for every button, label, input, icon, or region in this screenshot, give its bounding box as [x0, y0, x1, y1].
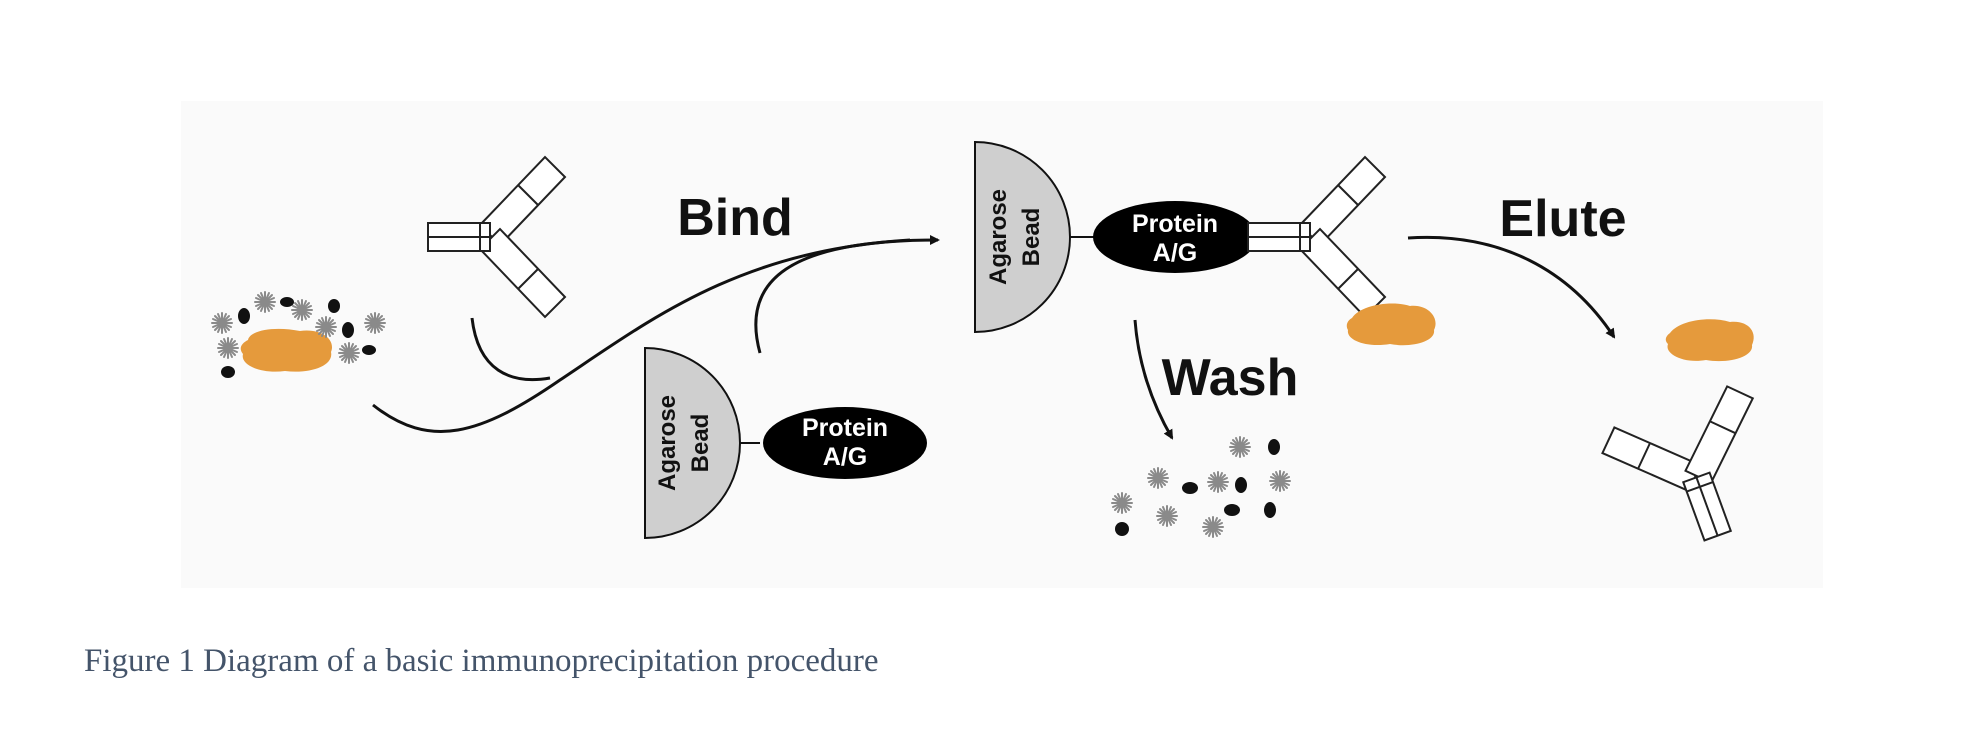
bind-label: Bind — [677, 189, 793, 247]
contaminant-star-icon — [211, 312, 233, 334]
antibody-icon — [427, 156, 566, 318]
antigen-blob-icon — [240, 328, 333, 372]
wash-label: Wash — [1162, 349, 1299, 407]
bead-label-line2: Bead — [687, 414, 714, 473]
bead-label-line2: Bead — [1018, 208, 1045, 267]
contaminant-dot-icon — [1115, 439, 1280, 536]
washed-contaminants — [1111, 436, 1291, 538]
elute-label: Elute — [1499, 190, 1626, 248]
agarose-bead-icon — [644, 346, 741, 540]
elute-arrow — [1407, 235, 1616, 339]
agarose-bead-free: Agarose Bead Protein A/G — [644, 346, 927, 540]
bound-complex: Agarose Bead Protein A/G — [974, 140, 1436, 346]
bead-label-line1: Agarose — [654, 395, 681, 491]
bead-label-line1: Agarose — [985, 189, 1012, 285]
lysate-cluster — [211, 291, 386, 378]
figure-caption: Figure 1 Diagram of a basic immunoprecip… — [84, 643, 879, 679]
protein-label-line2: A/G — [823, 443, 867, 471]
protein-ag-icon — [1093, 201, 1257, 273]
protein-label-line1: Protein — [1132, 210, 1218, 238]
contaminant-star-icon — [291, 299, 313, 321]
antigen-blob-icon — [1665, 319, 1754, 362]
contaminant-star-icon — [1147, 467, 1169, 489]
contaminant-star-icon — [254, 291, 276, 313]
contaminant-star-icon — [217, 337, 239, 359]
contaminant-star-icon — [315, 316, 337, 338]
contaminant-star-icon — [364, 312, 386, 334]
antigen-blob-icon — [1346, 303, 1436, 346]
contaminant-dot-icon — [221, 297, 376, 378]
contaminant-star-icon — [1269, 470, 1291, 492]
bind-arrows — [372, 235, 940, 433]
contaminant-star-icon — [1202, 516, 1224, 538]
protein-ag-icon — [763, 407, 927, 479]
wash-arrow — [1133, 319, 1174, 440]
antibody-icon — [1247, 156, 1386, 318]
contaminant-star-icon — [1111, 492, 1133, 514]
contaminant-star-icon — [1207, 471, 1229, 493]
contaminant-star-icon — [1156, 505, 1178, 527]
contaminant-star-icon — [338, 342, 360, 364]
protein-label-line1: Protein — [802, 414, 888, 442]
protein-label-line2: A/G — [1153, 239, 1197, 267]
agarose-bead-icon — [974, 140, 1071, 334]
antibody-icon — [1594, 378, 1794, 565]
contaminant-star-icon — [1229, 436, 1251, 458]
